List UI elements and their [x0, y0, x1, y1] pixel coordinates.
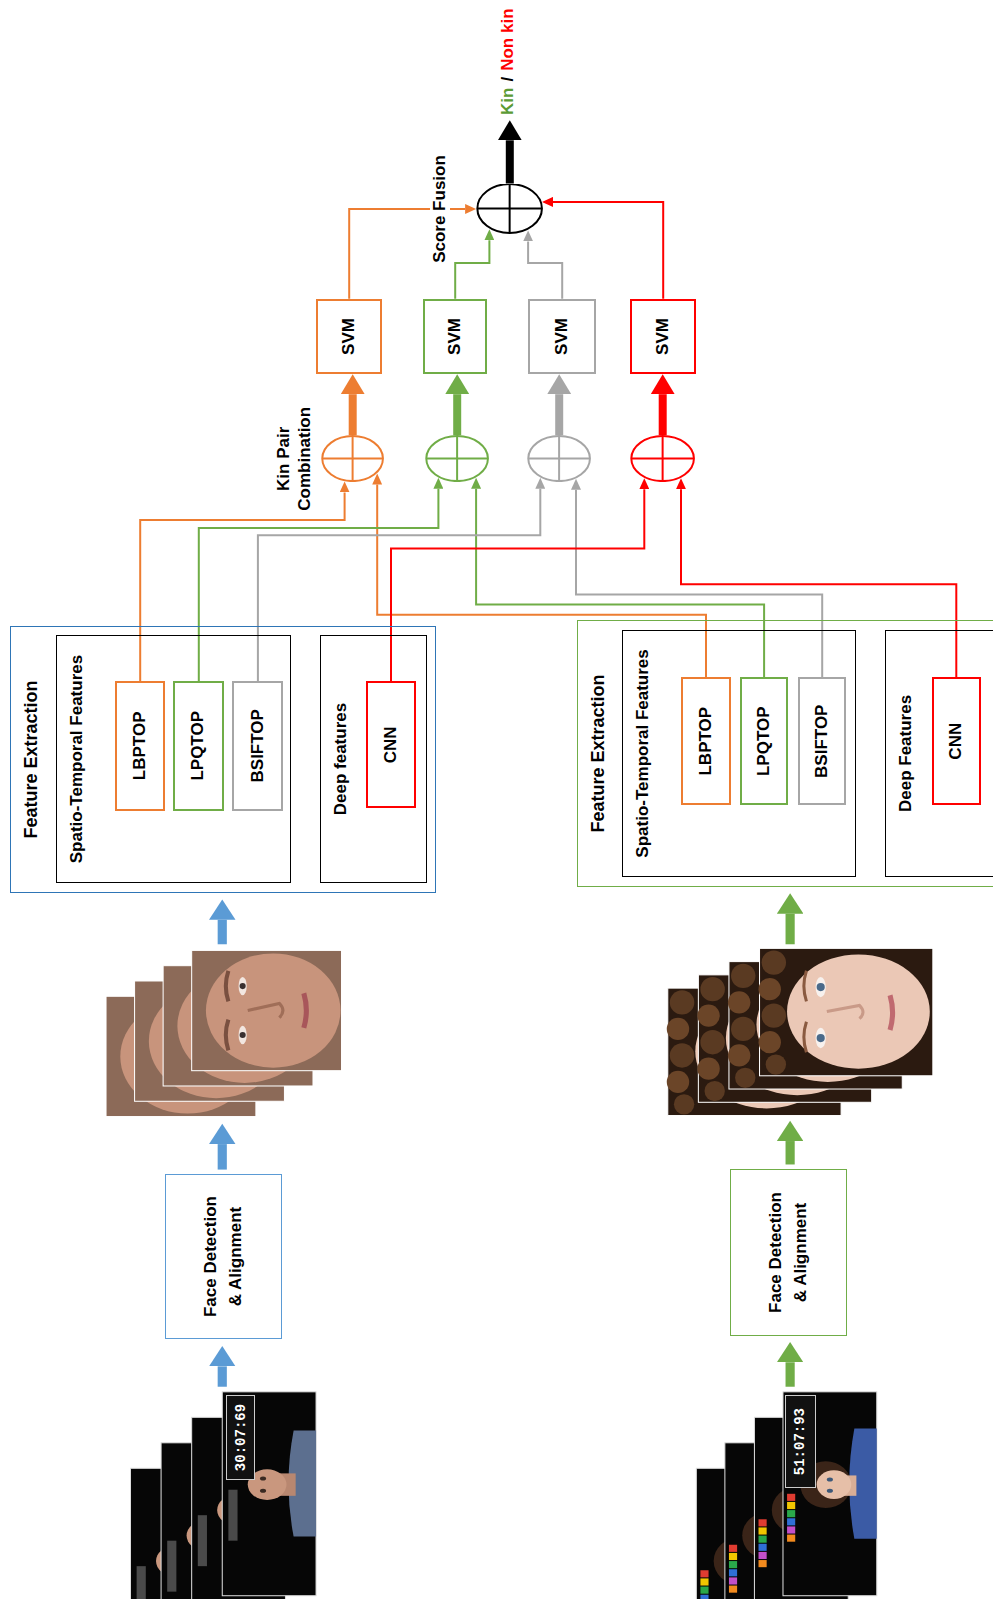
group-title: Deep features	[331, 636, 351, 882]
node-label: LBPTOP	[128, 711, 153, 780]
circle-shape	[426, 436, 488, 481]
group-title: Deep Features	[896, 631, 916, 876]
timecode: 51:07:93	[785, 1395, 816, 1489]
group-title: Spatio-Temporal Features	[633, 631, 653, 876]
feature-box: LBPTOP	[681, 677, 731, 805]
circle-outline	[527, 435, 591, 482]
connector	[476, 489, 764, 677]
circle-shape	[631, 436, 694, 481]
node-label: BSIFTOP	[246, 709, 271, 782]
node-label: LPQTOP	[752, 706, 777, 776]
process-box: Face Detection & Alignment	[165, 1174, 282, 1338]
circle-outline	[630, 435, 695, 482]
thick-arrow	[659, 394, 667, 435]
node-caption: Kin Pair Combination	[273, 405, 316, 513]
thick-arrow	[453, 394, 461, 435]
plus-sign	[322, 436, 383, 481]
process-box: Face Detection & Alignment	[730, 1169, 847, 1335]
feature-box: LPQTOP	[173, 681, 224, 810]
plus-sign	[528, 436, 590, 481]
flow-arrows	[222, 914, 790, 1387]
module-panel: Feature Extraction Spatio-Temporal Featur…	[577, 620, 993, 887]
group-box: Deep features CNN	[320, 635, 427, 883]
flow-arrow	[218, 1144, 227, 1169]
connector	[391, 489, 644, 681]
node-label: Face Detection & Alignment	[199, 1189, 248, 1323]
group-title: Spatio-Temporal Features	[67, 636, 87, 882]
video-frames	[130, 1392, 876, 1599]
connector	[681, 489, 956, 677]
video-frame	[222, 1392, 316, 1596]
node-label: /	[498, 77, 518, 82]
node-caption: Score Fusion	[430, 153, 450, 265]
combine-circle	[425, 435, 489, 482]
node-label: CNN	[944, 723, 969, 760]
thick-arrow	[506, 140, 514, 183]
connector	[199, 489, 439, 681]
flow-arrow	[218, 920, 227, 944]
circle-shape	[322, 436, 383, 481]
plus-sign	[631, 436, 694, 481]
circle-shape	[528, 436, 590, 481]
classifier-box: SVM	[528, 299, 596, 374]
feature-box: BSIFTOP	[798, 677, 846, 805]
node-label: SVM	[550, 318, 575, 355]
group-box: Spatio-Temporal Features LBPTOP LPQTOP BSIF…	[56, 635, 290, 883]
connector	[553, 202, 663, 299]
node-label: SVM	[337, 318, 362, 355]
feature-box: CNN	[932, 677, 981, 805]
module-panel: Feature Extraction Spatio-Temporal Featur…	[10, 626, 436, 893]
flow-arrow	[786, 914, 795, 945]
classifier-box: SVM	[316, 299, 382, 374]
plus-sign	[477, 185, 542, 234]
node-label: Non kin	[498, 8, 518, 70]
connector	[528, 241, 562, 298]
connector	[140, 492, 344, 681]
connector	[258, 489, 540, 681]
circle-outline	[321, 435, 384, 482]
group-box: Spatio-Temporal Features LBPTOP LPQTOP BSIF…	[622, 630, 856, 877]
circle-shape	[477, 185, 542, 234]
feature-box: LPQTOP	[740, 677, 788, 805]
face-crop	[759, 948, 933, 1075]
video-frame	[783, 1392, 877, 1596]
combine-circle	[527, 435, 591, 482]
node-label: BSIFTOP	[810, 705, 835, 778]
feature-box: BSIFTOP	[232, 681, 283, 810]
output-label: Kin / Non kin	[493, 3, 522, 120]
feature-box: LBPTOP	[115, 681, 165, 810]
group-title: Feature Extraction	[588, 621, 609, 886]
classifier-box: SVM	[423, 299, 487, 374]
flow-arrow	[786, 1362, 795, 1386]
thick-arrow	[555, 394, 563, 435]
thick-arrow	[349, 394, 357, 435]
feature-box: CNN	[366, 681, 416, 808]
aligned-faces	[106, 948, 933, 1116]
node-label: SVM	[443, 318, 468, 355]
circle-outline	[476, 184, 543, 235]
flow-arrow	[218, 1366, 227, 1386]
group-title: Feature Extraction	[21, 627, 42, 892]
node-label: Face Detection & Alignment	[764, 1184, 813, 1320]
timecode: 30:07:69	[226, 1395, 255, 1481]
node-label: SVM	[651, 318, 676, 355]
face-crop	[192, 950, 342, 1070]
combine-circle	[630, 435, 695, 482]
combine-circle: Kin Pair Combination	[321, 435, 384, 482]
node-label: CNN	[379, 726, 404, 763]
node-label: LBPTOP	[694, 707, 719, 776]
plus-sign	[426, 436, 488, 481]
node-label: LPQTOP	[186, 711, 211, 781]
classifier-box: SVM	[630, 299, 696, 374]
flow-arrow	[786, 1141, 795, 1164]
circle-outline	[425, 435, 489, 482]
fusion-circle: Score Fusion	[476, 184, 543, 235]
connector	[455, 240, 489, 298]
node-label: Kin	[498, 88, 518, 115]
group-box: Deep Features CNN	[885, 630, 993, 877]
